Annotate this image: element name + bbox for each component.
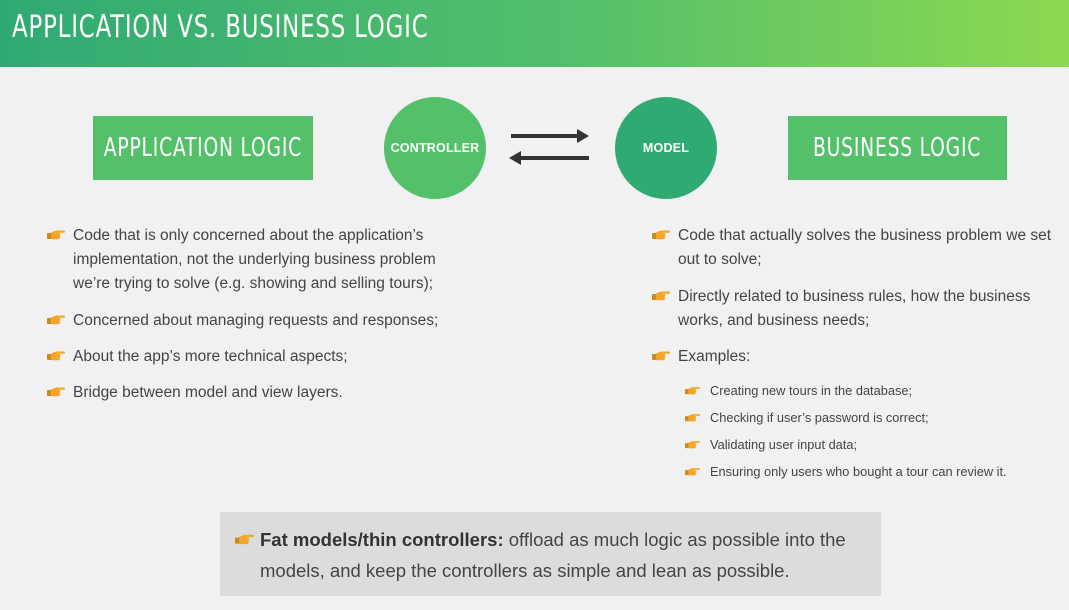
fat-models-callout: Fat models/thin controllers: offload as … xyxy=(220,512,881,596)
pointing-hand-icon xyxy=(652,349,670,361)
header-banner: APPLICATION VS. BUSINESS LOGIC xyxy=(0,0,1069,67)
business-logic-label: BUSINESS LOGIC xyxy=(813,133,982,163)
list-item: Ensuring only users who bought a tour ca… xyxy=(685,463,1065,481)
list-item: Code that actually solves the business p… xyxy=(652,224,1064,272)
pointing-hand-icon xyxy=(652,289,670,301)
list-item: Directly related to business rules, how … xyxy=(652,285,1064,333)
application-logic-box: APPLICATION LOGIC xyxy=(93,116,313,180)
list-item: Validating user input data; xyxy=(685,436,1065,454)
pointing-hand-icon xyxy=(235,532,254,545)
page-title: APPLICATION VS. BUSINESS LOGIC xyxy=(12,9,429,45)
controller-circle: CONTROLLER xyxy=(384,97,486,199)
pointing-hand-icon xyxy=(47,313,65,325)
pointing-hand-icon xyxy=(685,439,700,449)
bidirectional-arrows-icon xyxy=(509,129,589,165)
business-logic-list: Code that actually solves the business p… xyxy=(652,224,1064,369)
list-item: Code that is only concerned about the ap… xyxy=(47,224,457,296)
callout-body: offload as much logic as possible into t… xyxy=(260,529,846,581)
controller-label: CONTROLLER xyxy=(390,141,480,155)
list-item: Examples: xyxy=(652,345,1064,369)
examples-list: Creating new tours in the database; Chec… xyxy=(685,382,1065,481)
list-item: About the app’s more technical aspects; xyxy=(47,345,457,369)
pointing-hand-icon xyxy=(652,228,670,240)
pointing-hand-icon xyxy=(685,412,700,422)
list-item: Creating new tours in the database; xyxy=(685,382,1065,400)
pointing-hand-icon xyxy=(47,385,65,397)
list-item: Checking if user’s password is correct; xyxy=(685,409,1065,427)
application-logic-list: Code that is only concerned about the ap… xyxy=(47,224,457,405)
model-label: MODEL xyxy=(642,141,690,155)
callout-bold: Fat models/thin controllers: xyxy=(260,529,504,550)
business-logic-box: BUSINESS LOGIC xyxy=(788,116,1007,180)
pointing-hand-icon xyxy=(685,385,700,395)
list-item: Concerned about managing requests and re… xyxy=(47,309,457,333)
pointing-hand-icon xyxy=(685,466,700,476)
list-item: Bridge between model and view layers. xyxy=(47,381,457,405)
callout-text: Fat models/thin controllers: offload as … xyxy=(260,524,870,586)
application-logic-label: APPLICATION LOGIC xyxy=(103,133,303,163)
model-circle: MODEL xyxy=(615,97,717,199)
pointing-hand-icon xyxy=(47,228,65,240)
pointing-hand-icon xyxy=(47,349,65,361)
